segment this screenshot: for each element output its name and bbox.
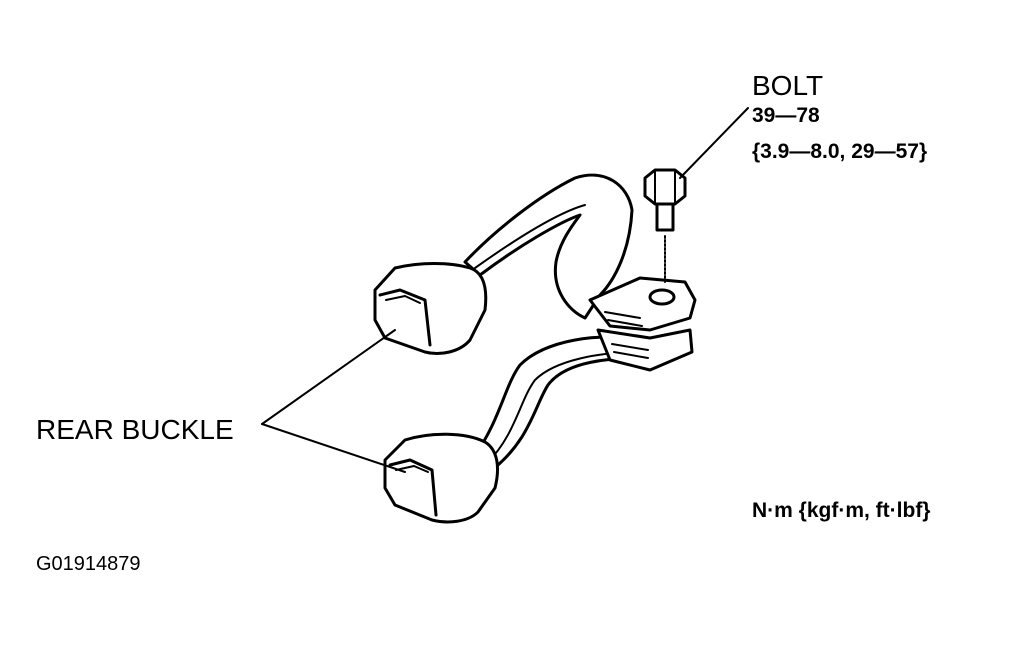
buckle-leader-line-lower <box>261 423 406 473</box>
bolt-torque-nm: 39—78 <box>752 104 820 127</box>
torque-units-legend: N·m {kgf·m, ft·lbf} <box>752 499 931 522</box>
bolt-label: BOLT <box>752 70 824 101</box>
buckle-leader-line-upper <box>261 329 396 425</box>
bolt-hole <box>648 288 676 306</box>
bolt-torque-alt: {3.9—8.0, 29—57} <box>752 140 928 163</box>
bolt-leader-line <box>679 107 749 179</box>
upper-buckle <box>373 262 488 355</box>
anchor-plate <box>588 276 697 372</box>
rear-buckle-label: REAR BUCKLE <box>36 414 234 445</box>
figure-id: G01914879 <box>36 553 141 575</box>
lower-buckle <box>383 432 499 524</box>
bolt <box>643 168 687 285</box>
